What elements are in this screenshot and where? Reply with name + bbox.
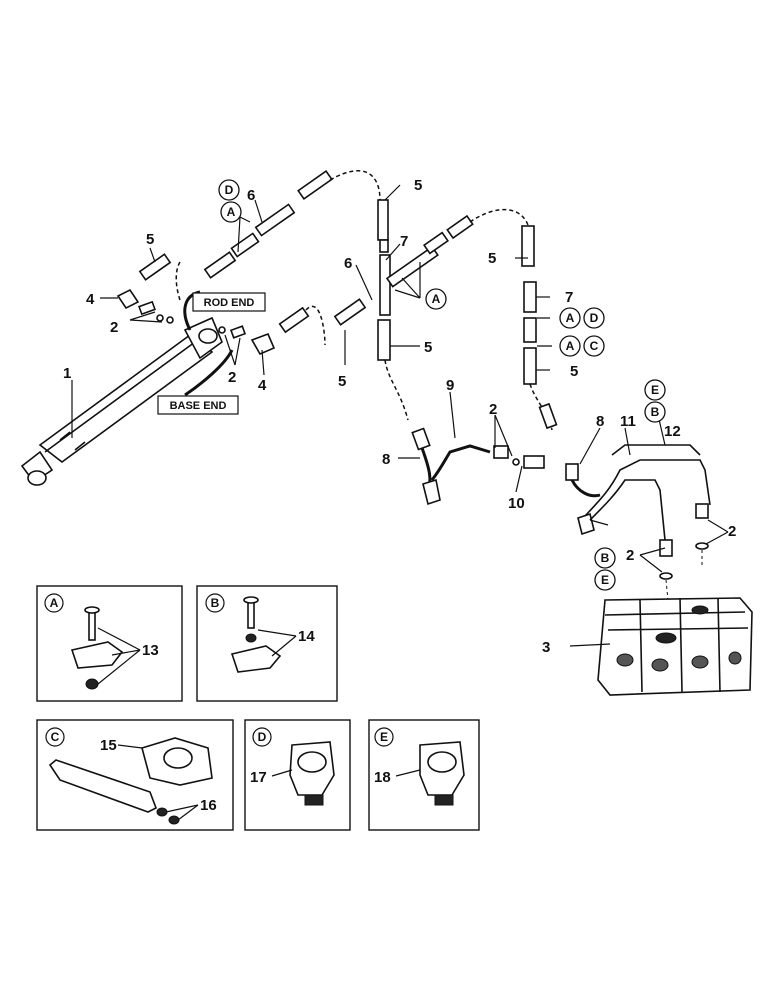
callout-12: 12 bbox=[664, 423, 681, 440]
inset-b: B 14 bbox=[196, 585, 338, 702]
fitting-elbow-4-upper bbox=[116, 288, 174, 324]
circle-d: D bbox=[225, 183, 234, 197]
callout-5: 5 bbox=[338, 373, 346, 390]
inset-d-letter: D bbox=[258, 730, 267, 744]
callout-4: 4 bbox=[258, 377, 267, 394]
circle-b: B bbox=[651, 405, 660, 419]
leader-lines bbox=[71, 184, 729, 647]
tube-assembly-right bbox=[565, 444, 711, 601]
inset-c-part-hardware: 16 bbox=[200, 797, 217, 814]
circle-a: A bbox=[227, 205, 236, 219]
circle-a: A bbox=[566, 311, 575, 325]
callout-5: 5 bbox=[414, 177, 422, 194]
callout-2: 2 bbox=[626, 547, 634, 564]
fitting-elbow-4-lower bbox=[218, 325, 276, 356]
callout-6: 6 bbox=[344, 255, 352, 272]
inset-b-part: 14 bbox=[298, 628, 315, 645]
callout-2: 2 bbox=[489, 401, 497, 418]
callout-5: 5 bbox=[424, 339, 432, 356]
hoses-and-tubes bbox=[138, 170, 558, 431]
inset-c-letter: C bbox=[51, 730, 60, 744]
callout-9: 9 bbox=[446, 377, 454, 394]
inset-a-letter: A bbox=[50, 596, 59, 610]
control-valve bbox=[597, 597, 753, 696]
callout-7: 7 bbox=[565, 289, 573, 306]
inset-c-part-bracket: 15 bbox=[100, 737, 117, 754]
circle-e: E bbox=[601, 573, 609, 587]
inset-e: E 18 bbox=[368, 719, 480, 831]
base-end-label: BASE END bbox=[157, 395, 239, 415]
callout-5: 5 bbox=[146, 231, 154, 248]
callout-5: 5 bbox=[570, 363, 578, 380]
circled-letter-callouts: D A A A D A C E B B E bbox=[218, 179, 666, 591]
callout-3: 3 bbox=[542, 639, 550, 656]
callout-1: 1 bbox=[63, 365, 71, 382]
callout-2: 2 bbox=[110, 319, 118, 336]
callout-7: 7 bbox=[400, 233, 408, 250]
inset-e-letter: E bbox=[380, 730, 388, 744]
callout-2: 2 bbox=[228, 369, 236, 386]
rod-end-label: ROD END bbox=[192, 292, 266, 312]
circle-e: E bbox=[651, 383, 659, 397]
hydraulic-cylinder bbox=[20, 290, 234, 486]
callout-8: 8 bbox=[382, 451, 390, 468]
circle-b: B bbox=[601, 551, 610, 565]
callout-4: 4 bbox=[86, 291, 95, 308]
part-number-callouts: 1 2 2 2 2 2 3 4 4 5 5 5 5 5 5 6 6 7 7 8 … bbox=[63, 177, 736, 656]
callout-5: 5 bbox=[488, 250, 496, 267]
svg-text:ROD END: ROD END bbox=[204, 297, 255, 309]
callout-10: 10 bbox=[508, 495, 525, 512]
inset-e-part: 18 bbox=[374, 769, 391, 786]
svg-text:BASE END: BASE END bbox=[170, 400, 227, 412]
inset-a-part: 13 bbox=[142, 642, 159, 659]
callout-6: 6 bbox=[247, 187, 255, 204]
circle-a: A bbox=[432, 292, 441, 306]
inset-d: D 17 bbox=[244, 719, 351, 831]
circle-d: D bbox=[590, 311, 599, 325]
circle-c: C bbox=[590, 339, 599, 353]
inset-d-part: 17 bbox=[250, 769, 267, 786]
tube-assembly-left bbox=[411, 427, 545, 506]
callout-11: 11 bbox=[620, 413, 636, 430]
callout-2: 2 bbox=[728, 523, 736, 540]
circle-a: A bbox=[566, 339, 575, 353]
inset-c: C 15 16 bbox=[36, 719, 234, 831]
inset-a: A 13 bbox=[36, 585, 183, 702]
inset-b-letter: B bbox=[211, 596, 220, 610]
callout-8: 8 bbox=[596, 413, 604, 430]
